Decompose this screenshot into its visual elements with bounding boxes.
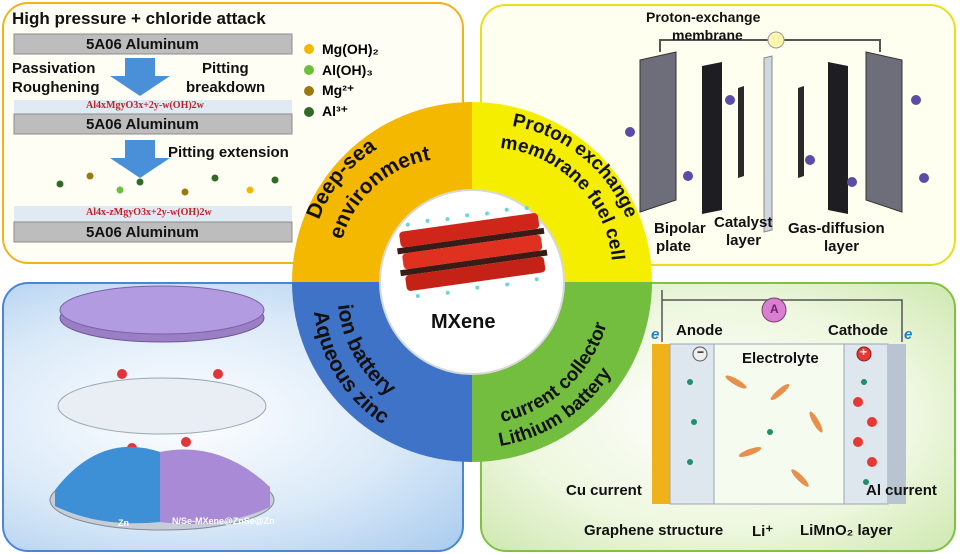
lithium-battery-diagram — [652, 290, 906, 505]
cathode-label: Cathode — [828, 322, 888, 339]
electrolyte-region — [713, 343, 845, 505]
anode-label: Anode — [676, 322, 723, 339]
plus-terminal — [856, 346, 872, 362]
formula-bottom: Al4x-zMgyO3x+2y-w(OH)2w — [86, 207, 212, 218]
gas-label-2: layer — [824, 238, 860, 255]
membrane-label-2: membrane — [672, 27, 743, 43]
limno2-label: LiMnO₂ layer — [800, 522, 893, 539]
ion-legend: Mg(OH)₂ Al(OH)₃ Mg²⁺ Al³⁺ — [304, 38, 379, 122]
down-arrow-2 — [110, 140, 170, 178]
minus-label: − — [697, 345, 705, 359]
aluminum-label-3: 5A06 Aluminum — [86, 224, 199, 241]
zn-label: Zn — [118, 518, 129, 528]
legend-aloh3: Al(OH)₃ — [322, 61, 373, 78]
deep-sea-heading: High pressure + chloride attack — [12, 9, 266, 28]
legend-dot-mgoh2 — [304, 43, 314, 54]
bipolar-label-1: Bipolar — [654, 220, 706, 237]
breakdown-label: breakdown — [186, 79, 266, 96]
gas-label-1: Gas-diffusion — [788, 220, 885, 237]
catalyst-left — [738, 86, 744, 178]
ammeter-label: A — [770, 302, 779, 316]
aluminum-label-2: 5A06 Aluminum — [86, 116, 199, 133]
minus-terminal — [692, 346, 708, 362]
bipolar-plate-right — [865, 51, 903, 213]
corrosion-diagram — [13, 33, 293, 243]
pitting-extension-label: Pitting extension — [168, 144, 289, 161]
al-current-label: Al current — [866, 482, 937, 499]
li-label: Li⁺ — [752, 523, 774, 540]
electron-left-label: e — [651, 326, 660, 343]
cathode-layer — [843, 343, 889, 505]
mxene-structure-image — [397, 205, 548, 298]
bipolar-label-2: plate — [656, 238, 692, 255]
legend-al: Al³⁺ — [322, 103, 349, 119]
graphene-label: Graphene structure — [584, 522, 724, 539]
ammeter-icon — [761, 297, 787, 323]
composite-label: N/Se-MXene@ZnSe@Zn — [172, 516, 275, 526]
ion-particles — [56, 172, 279, 196]
cu-current-label: Cu current — [566, 482, 642, 499]
separator-disc — [57, 377, 267, 435]
catalyst-label-2: layer — [726, 232, 762, 249]
electrolyte-label: Electrolyte — [742, 350, 819, 367]
catalyst-right — [798, 86, 804, 178]
legend-dot-aloh3 — [304, 64, 314, 75]
legend-mg: Mg²⁺ — [322, 82, 355, 98]
legend-dot-mg — [304, 85, 314, 96]
legend-dot-al — [304, 106, 314, 117]
electron-right-label: e — [904, 326, 913, 343]
plus-label: + — [860, 345, 868, 359]
pitting-label: Pitting — [202, 60, 249, 77]
gas-diffusion-left — [702, 62, 722, 214]
zinc-battery-diagram — [49, 285, 275, 531]
fuel-cell-diagram — [625, 31, 929, 233]
down-arrow-1 — [110, 58, 170, 96]
legend-mgoh2: Mg(OH)₂ — [322, 40, 379, 57]
cathode-collector — [888, 344, 906, 504]
catalyst-label-1: Catalyst — [714, 214, 773, 231]
gas-diffusion-right — [828, 62, 848, 214]
anode-collector — [652, 344, 670, 504]
aluminum-label-1: 5A06 Aluminum — [86, 36, 199, 53]
membrane-label-1: Proton-exchange — [646, 9, 761, 25]
membrane — [763, 55, 773, 233]
roughening-label: Roughening — [12, 79, 100, 96]
center-label: MXene — [431, 311, 496, 333]
bipolar-plate-left — [639, 51, 677, 213]
passivation-label: Passivation — [12, 60, 96, 77]
formula-top: Al4xMgyO3x+2y-w(OH)2w — [86, 100, 204, 111]
bulb-icon — [767, 31, 785, 49]
